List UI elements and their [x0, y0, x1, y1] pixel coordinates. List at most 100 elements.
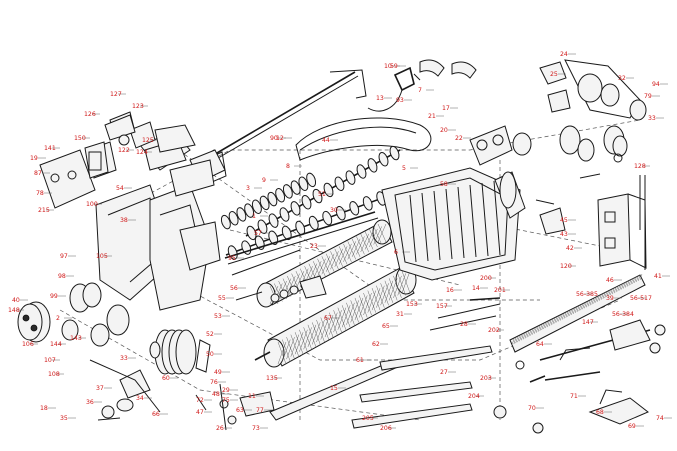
part-callout: 204	[468, 393, 480, 400]
part-callout: 6	[394, 249, 398, 256]
part-callout: 215	[38, 207, 50, 214]
part-callout: 125	[142, 137, 154, 144]
part-callout: 41	[654, 273, 662, 280]
part-callout: 76	[210, 379, 218, 386]
part-callout: 33	[120, 355, 128, 362]
part-callout: 43	[560, 231, 568, 238]
part-callout: 200	[480, 275, 492, 282]
center-housing	[381, 167, 526, 281]
part-callout: 75	[222, 397, 230, 404]
upper-roller	[235, 219, 393, 308]
part-callout: 46	[606, 277, 614, 284]
part-callout: 87	[34, 170, 42, 177]
part-callout: 61	[356, 357, 364, 364]
part-callout: 206	[380, 425, 392, 432]
part-callout: 20	[440, 127, 448, 134]
part-callout: 66	[152, 411, 160, 418]
part-callout: 63	[236, 407, 244, 414]
lower-strips	[269, 297, 501, 429]
left-side-frame	[39, 111, 226, 311]
part-callout: 56-385	[576, 291, 598, 298]
part-callout: 143	[70, 335, 82, 342]
left-drive-gears	[17, 282, 161, 413]
part-callout: 94	[652, 81, 660, 88]
part-callout: 15	[330, 385, 338, 392]
part-callout: 27	[440, 369, 448, 376]
part-callout: 108	[48, 371, 60, 378]
part-callout: 14	[472, 285, 480, 292]
part-callout: 79	[644, 93, 652, 100]
part-callout: 8	[286, 163, 290, 170]
part-callout: 120	[560, 263, 572, 270]
part-callout: 12	[276, 135, 284, 142]
part-callout: 58	[440, 181, 448, 188]
part-callout: 106	[22, 341, 34, 348]
part-callout: 65	[382, 323, 390, 330]
leader-lines	[16, 53, 672, 429]
cam-shafts	[220, 145, 401, 260]
part-callout: 124	[136, 149, 148, 156]
top-left-hardware	[84, 114, 196, 179]
part-callout: 99	[50, 293, 58, 300]
part-callout: 9	[262, 177, 266, 184]
part-callout: 31	[396, 311, 404, 318]
part-callout: 122	[118, 147, 130, 154]
part-callout: 57	[254, 230, 262, 237]
part-callout: 35	[60, 415, 68, 422]
part-callout: 50	[206, 351, 214, 358]
part-callout: 203	[480, 375, 492, 382]
part-callout: 47	[196, 409, 204, 416]
part-callout: 157	[436, 303, 448, 310]
part-callout: 107	[44, 357, 56, 364]
part-callout: 13	[376, 95, 384, 102]
part-callout: 128	[634, 163, 646, 170]
part-callout: 1	[252, 213, 256, 220]
part-callout: 36	[86, 399, 94, 406]
part-callout: 123	[132, 103, 144, 110]
drive-chain	[295, 117, 432, 161]
lower-right-linkage	[493, 319, 666, 434]
part-callout: 74	[656, 415, 664, 422]
part-callout: 141	[44, 145, 56, 152]
top-rod-assembly	[193, 59, 477, 183]
part-callout: 147	[582, 319, 594, 326]
part-callout: 60	[162, 375, 170, 382]
part-callout: 3	[246, 185, 250, 192]
part-callout: 45	[560, 217, 568, 224]
brush-bar	[509, 273, 646, 353]
part-callout: 97	[60, 253, 68, 260]
part-callout: 21	[428, 113, 436, 120]
part-callout: 105	[96, 253, 108, 260]
part-callout: 42	[566, 245, 574, 252]
part-callout: 144	[50, 341, 62, 348]
part-callout: 28	[460, 321, 468, 328]
part-callout: 38	[120, 217, 128, 224]
part-callout: 10	[384, 63, 392, 70]
part-callout: 33	[648, 115, 656, 122]
part-callout: 54	[116, 185, 124, 192]
part-callout: 202	[488, 327, 500, 334]
part-callout: 205	[362, 415, 374, 422]
part-callout: 135	[266, 375, 278, 382]
part-callout: 52	[206, 331, 214, 338]
part-callout: 70	[528, 405, 536, 412]
part-callout: 18	[40, 405, 48, 412]
part-callout: 51	[318, 191, 326, 198]
part-callout: 55	[218, 295, 226, 302]
part-callout: 25	[550, 71, 558, 78]
part-callout: 48	[212, 391, 220, 398]
part-callout: 77	[256, 407, 264, 414]
part-callout: 150	[74, 135, 86, 142]
part-callout: 62	[372, 341, 380, 348]
part-callout: 100	[86, 201, 98, 208]
part-callout: 126	[84, 111, 96, 118]
part-callout: 68	[596, 409, 604, 416]
part-callout: 127	[110, 91, 122, 98]
part-callout: 22	[455, 135, 463, 142]
part-callout: 56	[230, 285, 238, 292]
part-callout: 73	[252, 425, 260, 432]
part-callout: 44	[322, 137, 330, 144]
part-callout: 37	[96, 385, 104, 392]
